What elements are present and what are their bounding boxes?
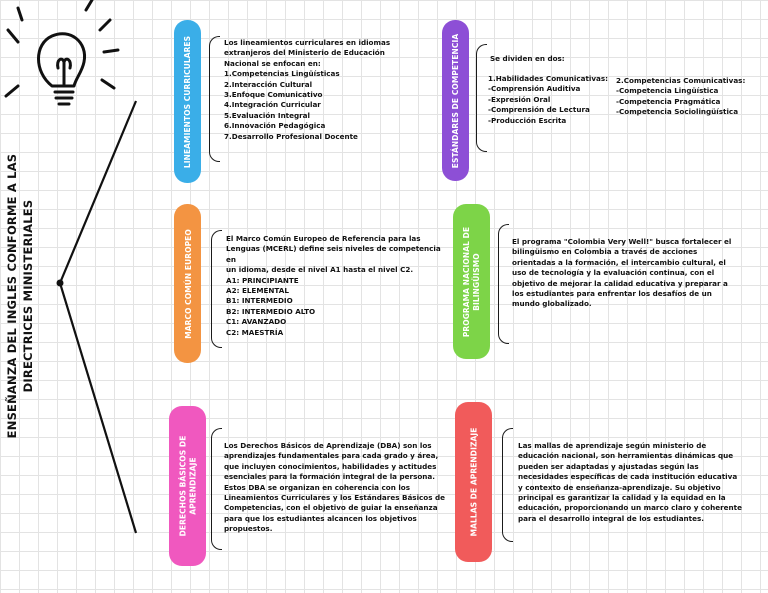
text-line: orientadas a la formación, el intercambi… (512, 257, 726, 267)
node-dba-pill: DERECHOS BÁSICOS DE APRENDIZAJE (169, 406, 206, 566)
branch-upper (58, 100, 138, 284)
text-line: extranjeros del Ministerio de Educación (224, 48, 385, 58)
text-line: 2.Interacción Cultural (224, 79, 313, 89)
node-dba-text: Los Derechos Básicos de Aprendizaje (DBA… (224, 441, 454, 535)
text-line: -Comprensión de Lectura (488, 105, 590, 115)
branch-node (56, 279, 64, 287)
text-line: -Expresión Oral (488, 94, 551, 104)
text-line: pueden ser adaptadas y ajustadas según l… (518, 461, 699, 471)
node-programa-brace (498, 224, 509, 344)
text-line: Nacional se enfocan en: (224, 58, 321, 68)
node-programa-text: El programa "Colombia Very Well!" busca … (512, 237, 747, 310)
text-line: C1: AVANZADO (226, 317, 287, 327)
node-mallas-text: Las mallas de aprendizaje según minister… (518, 441, 758, 524)
text-line: los estudiantes para enfrentar los desaf… (512, 289, 712, 299)
node-lineamientos-label: LINEAMIENTOS CURRICULARES (182, 35, 193, 168)
node-estandares-col1: 1.Habilidades Comunicativas: -Comprensió… (488, 74, 610, 126)
node-lineamientos-text: Los lineamientos curriculares en idiomas… (224, 38, 414, 142)
text-line: mundo globalizado. (512, 299, 592, 309)
text-line: 5.Evaluación Integral (224, 110, 310, 120)
text-line: 4.Integración Curricular (224, 100, 321, 110)
text-line: aprendizajes fundamentales para cada gra… (224, 451, 439, 461)
text-line: El Marco Común Europeo de Referencia par… (226, 234, 421, 243)
text-line: 6.Innovación Pedagógica (224, 121, 326, 131)
text-line: 3.Enfoque Comunicativo (224, 90, 323, 100)
text-line: Competencias, con el objetivo de guiar l… (224, 503, 438, 513)
text-line: para que los estudiantes alcancen los ob… (224, 513, 417, 523)
text-line: educación nacional, son herramientas din… (518, 451, 734, 461)
text-line: -Comprensión Auditiva (488, 84, 581, 94)
main-title-line1: ENSEÑANZA DEL INGLES CONFORME A LAS (5, 153, 19, 439)
node-dba-label-line2: APRENDIZAJE (187, 457, 198, 515)
main-title: ENSEÑANZA DEL INGLES CONFORME A LAS DIRE… (0, 146, 46, 446)
node-marco-brace (211, 230, 222, 348)
node-estandares-col2: 2.Competencias Comunicativas: -Competenc… (616, 76, 756, 118)
text-line: -Competencia Sociolingüística (616, 107, 739, 117)
node-mallas-brace (502, 428, 513, 542)
node-mallas-pill: MALLAS DE APRENDIZAJE (455, 402, 492, 562)
node-estandares-intro: Se dividen en dos: (490, 54, 610, 64)
text-line: -Competencia Pragmática (616, 96, 721, 106)
node-estandares-pill: ESTÁNDARES DE COMPETENCIA (442, 20, 469, 181)
text-line: A1: PRINCIPIANTE (226, 275, 299, 285)
node-lineamientos-brace (209, 36, 220, 162)
text-line: B1: INTERMEDIO (226, 296, 293, 306)
node-programa-label-line2: BILINGÜISMO (471, 252, 482, 311)
text-line: -Producción Escrita (488, 115, 567, 125)
text-line: objetivo de mejorar la calidad educativa… (512, 278, 728, 288)
node-estandares-label: ESTÁNDARES DE COMPETENCIA (450, 33, 461, 168)
text-line: Los lineamientos curriculares en idiomas (224, 38, 391, 47)
text-line: -Competencia Lingüística (616, 86, 719, 96)
node-programa-label-line1: PROGRAMA NACIONAL DE (461, 226, 472, 337)
text-line: Las mallas de aprendizaje según minister… (518, 441, 707, 450)
text-line: principal es garantizar la calidad y la … (518, 493, 726, 503)
text-line: 7.Desarrollo Profesional Docente (224, 131, 358, 141)
node-programa-pill: PROGRAMA NACIONAL DE BILINGÜISMO (453, 204, 490, 359)
text-line: para el desarrollo integral de los estud… (518, 513, 704, 523)
text-line: C2: MAESTRÍA (226, 327, 284, 337)
text-line: Los Derechos Básicos de Aprendizaje (DBA… (224, 441, 432, 450)
branch-lower (58, 282, 138, 534)
lightbulb-icon (4, 0, 120, 106)
node-marco-pill: MARCO COMÚN EUROPEO (174, 204, 201, 363)
text-line: que incluyen conocimientos, habilidades … (224, 461, 437, 471)
text-line: y contexto de enseñanza-aprendizaje. Su … (518, 482, 721, 492)
text-line: A2: ELEMENTAL (226, 286, 289, 296)
text-line: Se dividen en dos: (490, 54, 565, 63)
node-estandares-brace (476, 44, 487, 152)
text-line: esenciales para la formación integral de… (224, 472, 435, 482)
text-line: 1.Competencias Lingüísticas (224, 69, 340, 79)
text-line: 2.Competencias Comunicativas: (616, 76, 746, 85)
text-line: Lineamientos Curriculares y los Estándar… (224, 493, 446, 503)
text-line: propuestos. (224, 524, 273, 534)
node-dba-brace (211, 428, 222, 550)
node-marco-text: El Marco Común Europeo de Referencia par… (226, 234, 451, 338)
text-line: 1.Habilidades Comunicativas: (488, 74, 609, 83)
node-lineamientos-pill: LINEAMIENTOS CURRICULARES (174, 20, 201, 183)
text-line: bilingüismo en Colombia a través de acci… (512, 247, 698, 257)
node-dba-label-line1: DERECHOS BÁSICOS DE (177, 435, 188, 537)
text-line: El programa "Colombia Very Well!" busca … (512, 237, 732, 246)
node-mallas-label: MALLAS DE APRENDIZAJE (468, 427, 479, 537)
text-line: un idioma, desde el nivel A1 hasta el ni… (226, 265, 414, 275)
text-line: educación, proporcionando un marco claro… (518, 503, 742, 513)
main-title-line2: DIRECTRICES MINISTERIALES (21, 199, 35, 393)
text-line: uso de tecnología y la evaluación contin… (512, 268, 715, 278)
text-line: necesidades específicas de cada instituc… (518, 472, 738, 482)
text-line: Lenguas (MCERL) define seis niveles de c… (226, 244, 441, 264)
node-marco-label: MARCO COMÚN EUROPEO (182, 228, 193, 339)
text-line: Estos DBA se organizan en coherencia con… (224, 482, 411, 492)
text-line: B2: INTERMEDIO ALTO (226, 306, 316, 316)
